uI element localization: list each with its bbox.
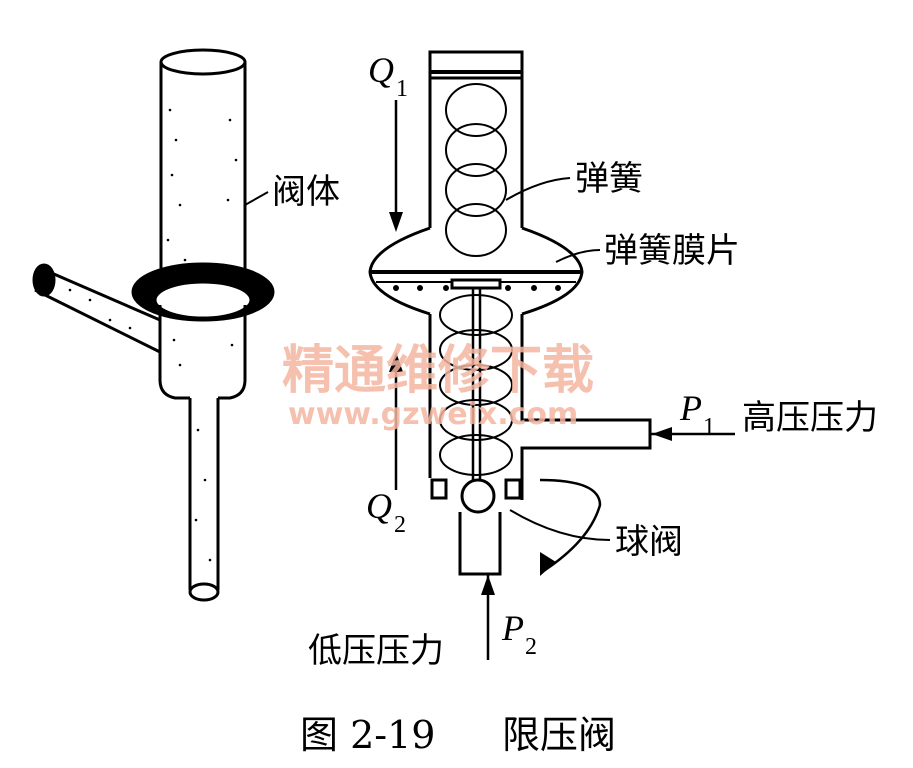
q1-subscript: 1: [396, 76, 408, 102]
p1-symbol: P: [679, 388, 702, 428]
diaphragm-dots: [393, 285, 561, 291]
spring-label: 弹簧: [575, 159, 643, 199]
valve-body-leader: [244, 191, 269, 206]
arrow-heads: [389, 212, 672, 595]
ball-valve-label: 球阀: [615, 522, 683, 562]
low-pressure-label: 低压压力: [308, 631, 444, 671]
valve-section: [368, 50, 652, 576]
diaphragm-label: 弹簧膜片: [604, 231, 740, 271]
p1-subscript: 1: [703, 414, 715, 440]
q1-symbol: Q: [368, 50, 394, 90]
p2-subscript: 2: [525, 634, 537, 660]
watermark-text: 精通维修下载: [282, 341, 594, 401]
valve-body-label: 阀体: [272, 172, 340, 212]
figure-number: 图 2-19: [300, 713, 435, 757]
watermark-url: www.gzweix.com: [288, 397, 578, 432]
q2-symbol: Q: [366, 486, 392, 526]
p2-symbol: P: [501, 608, 524, 648]
leader-lines: [505, 177, 611, 541]
lower-spring: [439, 294, 513, 476]
upper-spring: [445, 83, 507, 257]
q2-subscript: 2: [394, 512, 406, 538]
high-pressure-label: 高压压力: [742, 398, 878, 438]
figure-title: 限压阀: [502, 713, 616, 757]
valve-body-sketch: [32, 48, 275, 602]
